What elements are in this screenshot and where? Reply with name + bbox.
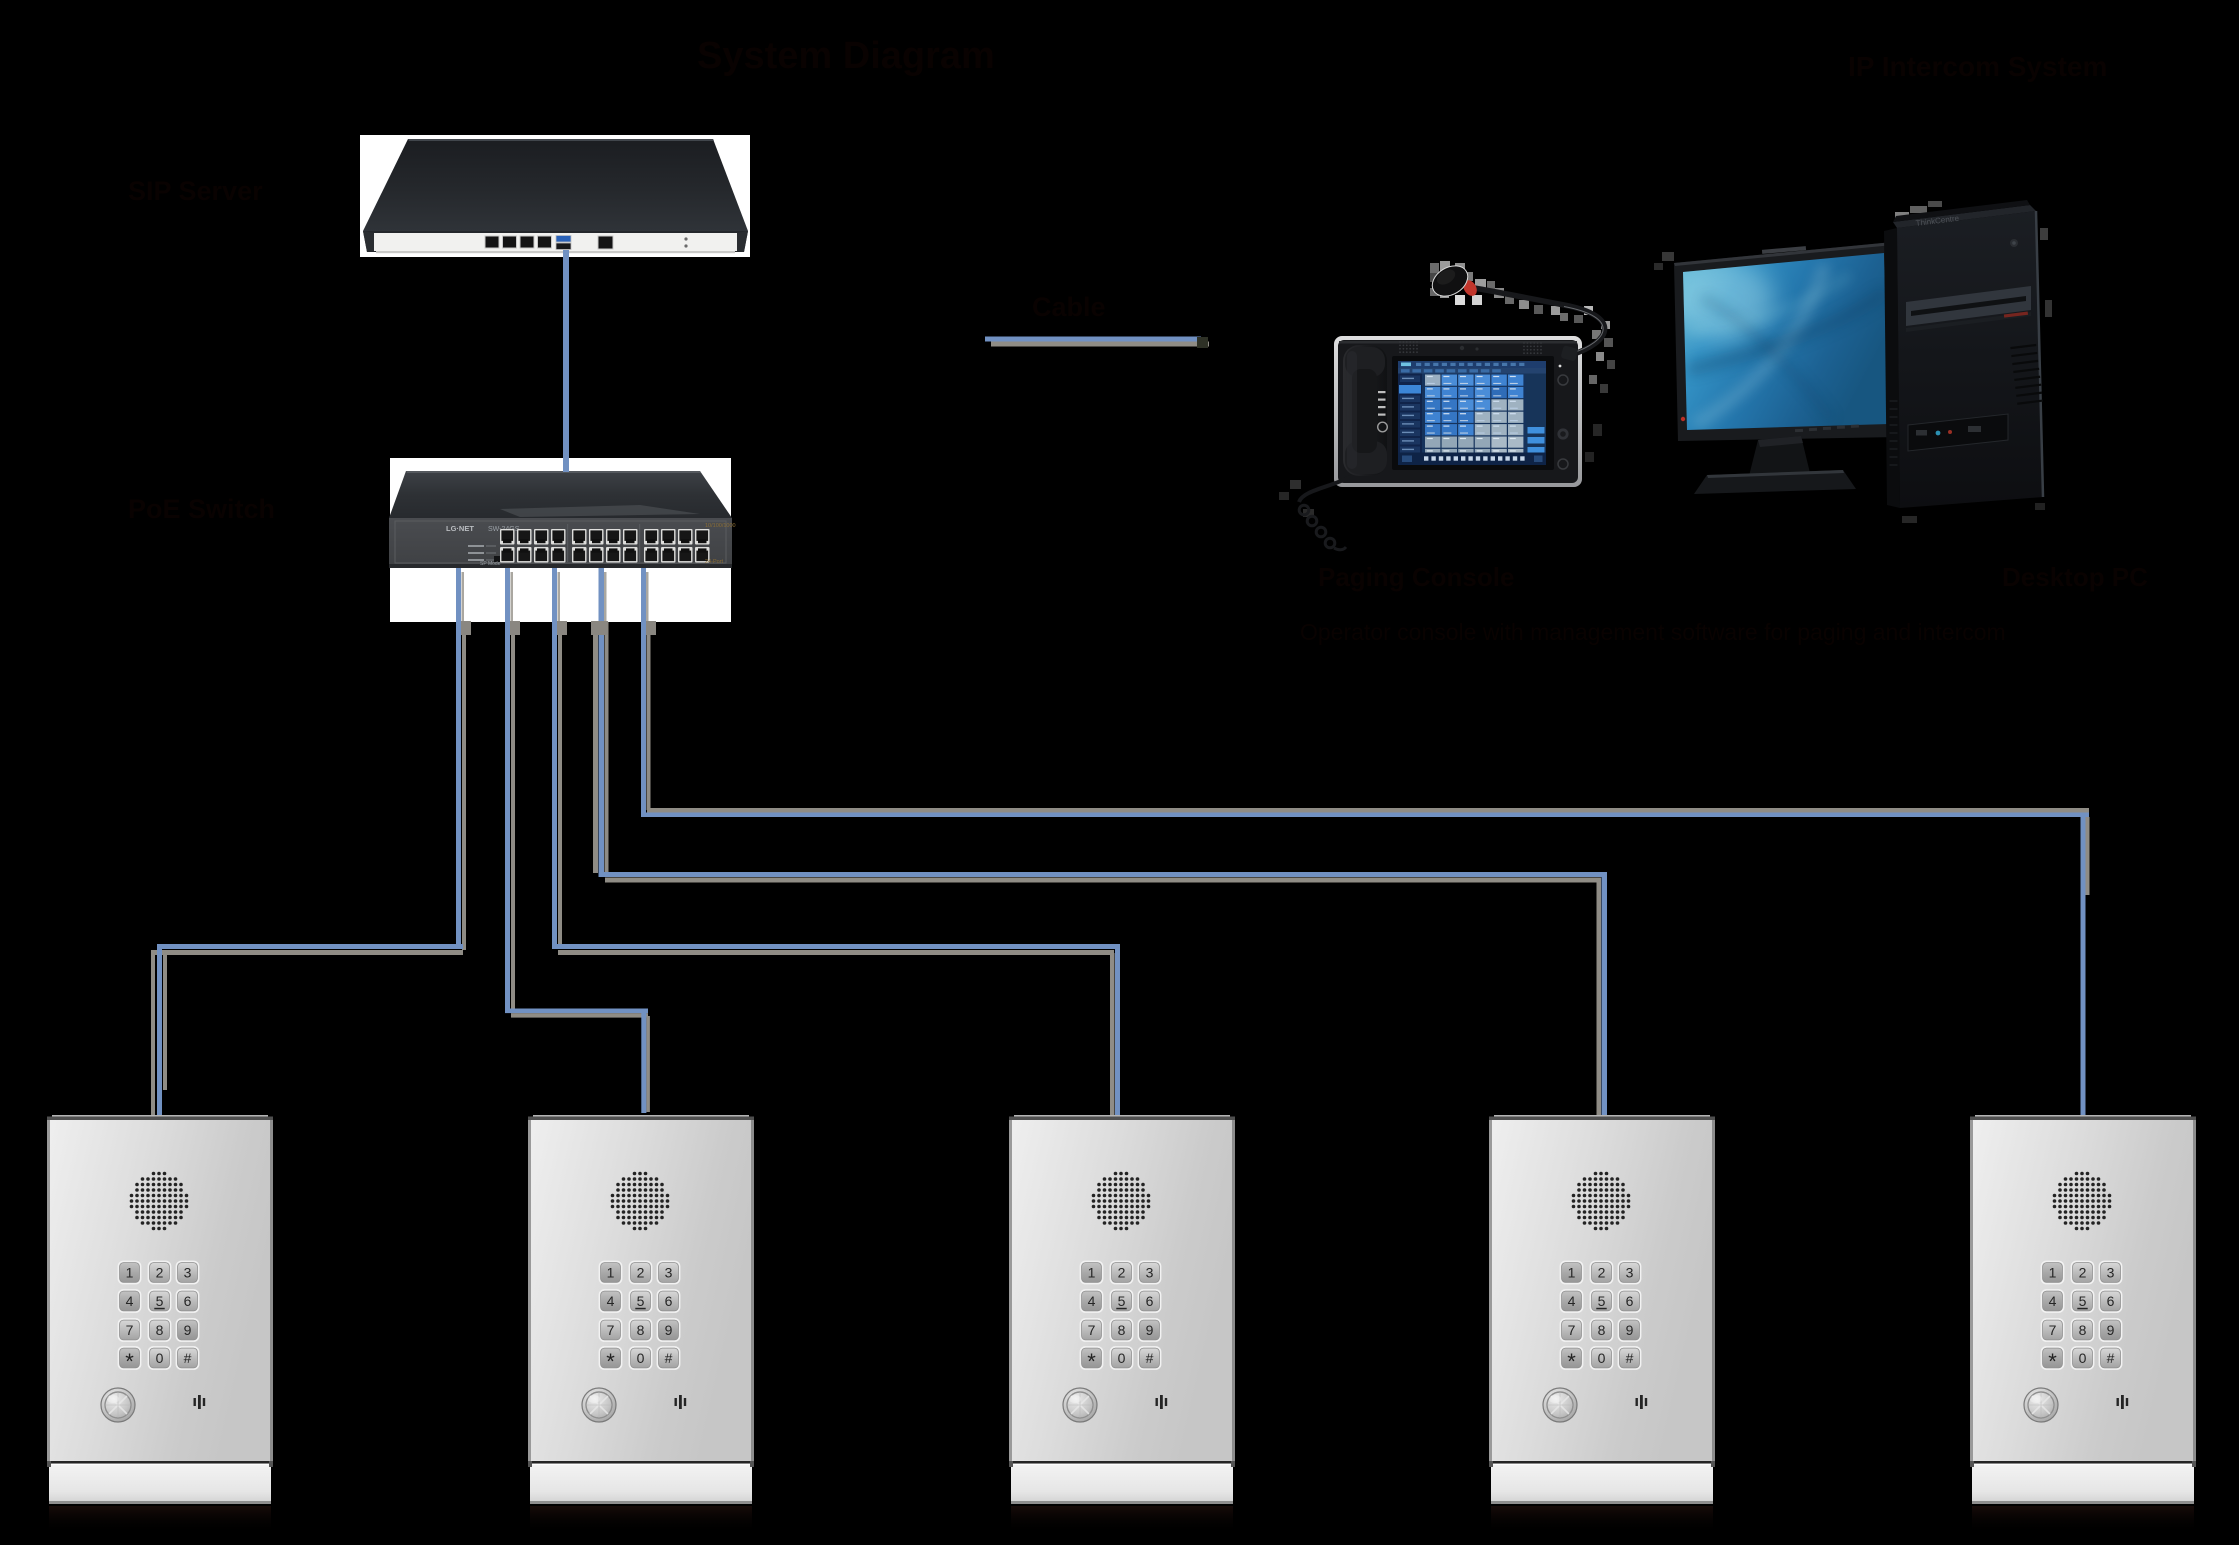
- svg-text:SIP Server: SIP Server: [128, 176, 263, 206]
- svg-text:SP Mode: SP Mode: [480, 561, 501, 567]
- svg-text:Operator console with manageme: Operator console with management softwar…: [1300, 619, 2006, 645]
- svg-text:24-Port: 24-Port: [705, 559, 724, 565]
- svg-text:Desktop PC: Desktop PC: [2002, 562, 2148, 592]
- svg-text:Cable: Cable: [1032, 292, 1106, 322]
- svg-text:Paging Console: Paging Console: [1318, 562, 1514, 592]
- svg-text:PoE Switch: PoE Switch: [128, 494, 275, 524]
- svg-text:System Diagram: System Diagram: [697, 35, 995, 77]
- svg-text:10/100/1000: 10/100/1000: [705, 523, 736, 529]
- svg-text:LG·NET: LG·NET: [446, 524, 474, 533]
- svg-text:IP Intercom System: IP Intercom System: [1848, 51, 2107, 82]
